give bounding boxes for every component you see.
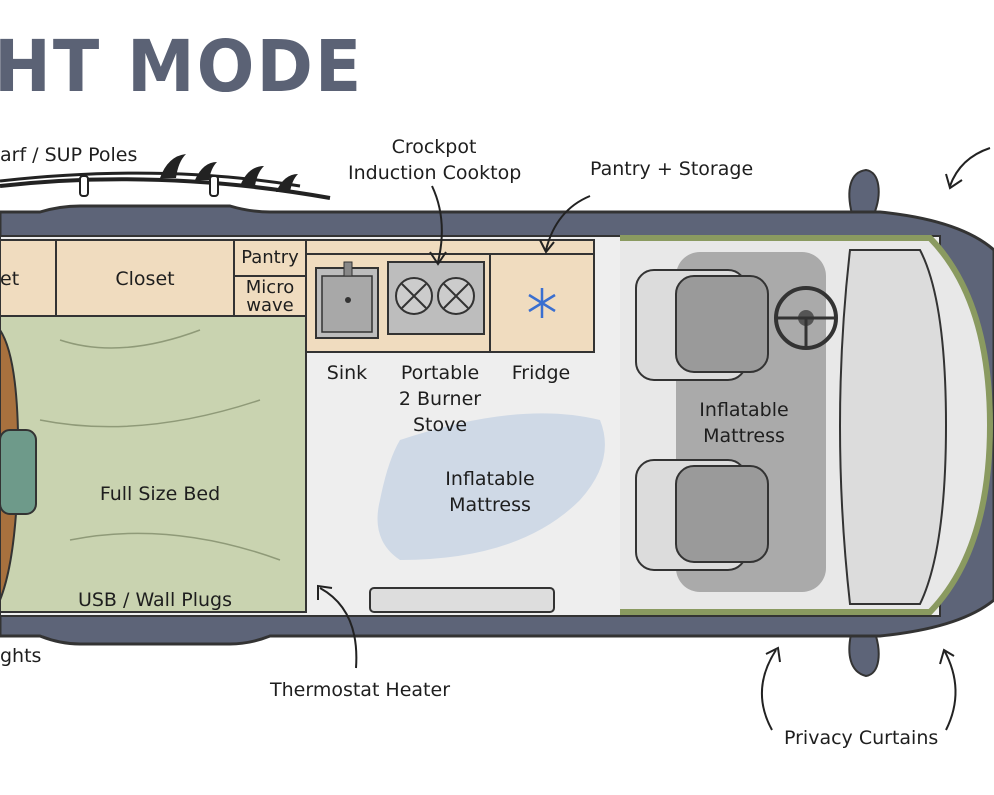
stove-icon <box>387 261 485 335</box>
pantry-label: Pantry <box>241 247 299 268</box>
microwave-cabinet <box>233 275 307 317</box>
sink-icon <box>315 261 379 339</box>
stove-label: Portable 2 Burner Stove <box>398 362 482 436</box>
fridge-label: Fridge <box>511 362 571 384</box>
surf-sup-poles-drawing <box>0 154 331 200</box>
cab-seats <box>635 252 826 592</box>
inflatable-front-label: Inflatable Mattress <box>699 399 789 447</box>
closet-left-label: et <box>0 268 20 290</box>
closet-left-cabinet <box>0 239 57 317</box>
page-title: HT MODE <box>0 26 364 109</box>
lights-label: ghts <box>0 645 42 667</box>
inflatable-center-label: Inflatable Mattress <box>445 468 535 516</box>
usb-wall-plugs-label: USB / Wall Plugs <box>77 589 233 611</box>
microwave-label: Micro wave <box>245 277 295 316</box>
dashboard <box>839 249 948 605</box>
heater-box <box>369 587 555 613</box>
privacy-curtains-label: Privacy Curtains <box>784 727 939 749</box>
snowflake-icon <box>528 288 556 318</box>
mirror-bottom <box>848 629 880 678</box>
pantry-storage-label: Pantry + Storage <box>590 158 754 180</box>
surf-sup-poles-label: arf / SUP Poles <box>0 144 138 166</box>
crockpot-label: Crockpot Induction Cooktop <box>348 136 522 184</box>
closet-label: Closet <box>115 268 175 290</box>
thermostat-heater-label: Thermostat Heater <box>270 679 450 701</box>
mirror-top <box>848 168 880 215</box>
callout-arrows <box>317 147 991 731</box>
pillow <box>0 429 37 515</box>
closet-cabinet <box>55 239 235 317</box>
full-size-bed <box>0 315 307 613</box>
full-size-bed-label: Full Size Bed <box>99 483 221 505</box>
steering-wheel-icon <box>774 286 838 350</box>
sink-label: Sink <box>326 362 368 384</box>
inflatable-mattress-center <box>377 413 605 560</box>
